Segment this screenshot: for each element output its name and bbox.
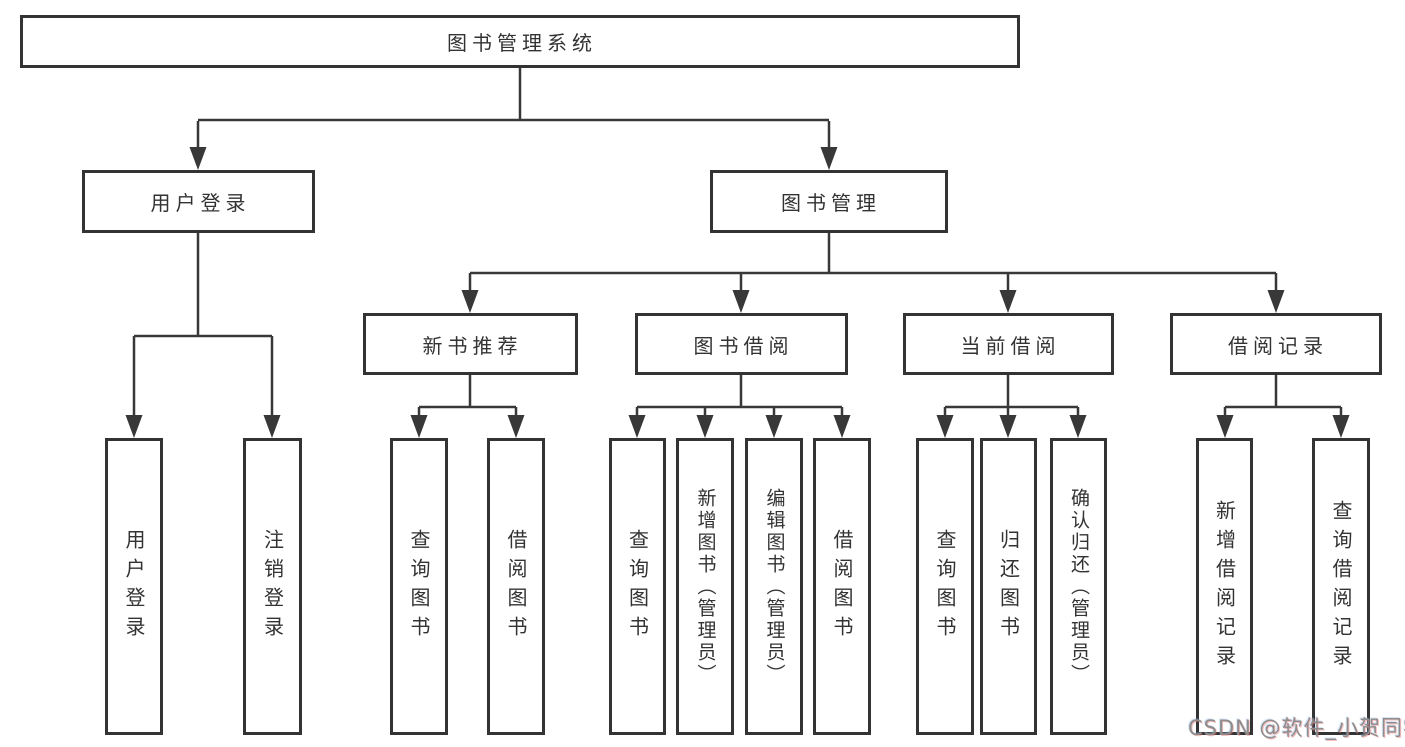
leaf-edit-books-admin: 编辑图书（管理员） [745, 438, 803, 735]
leaf-label: 新增图书（管理员） [694, 487, 717, 686]
node-book-borrow: 图书借阅 [635, 313, 848, 375]
leaf-label: 借阅图书 [830, 528, 854, 645]
node-borrow-records: 借阅记录 [1170, 313, 1382, 375]
node-label: 当前借阅 [960, 333, 1061, 358]
leaf-label: 查询图书 [933, 528, 957, 645]
connector-current-to-leaves [943, 375, 1080, 417]
watermark: CSDN @软件_小贺同学 [1188, 716, 1405, 740]
leaf-query-borrow-record: 查询借阅记录 [1312, 438, 1370, 735]
node-new-book-recommend: 新书推荐 [363, 313, 578, 375]
leaf-confirm-return-admin: 确认归还（管理员） [1050, 438, 1107, 735]
node-label: 图书借阅 [693, 333, 794, 358]
leaf-user-login: 用户登录 [105, 438, 163, 735]
node-book-management: 图书管理 [710, 170, 948, 233]
leaf-label: 用户登录 [122, 528, 146, 645]
node-label: 图书管理 [781, 191, 881, 215]
leaf-label: 查询图书 [407, 528, 431, 645]
leaf-label: 归还图书 [996, 528, 1021, 645]
node-label: 借阅记录 [1228, 333, 1328, 358]
connector-management-to-sections [468, 233, 1278, 292]
node-current-borrow: 当前借阅 [903, 313, 1114, 375]
node-user-login: 用户登录 [82, 170, 315, 233]
connector-root-to-level1 [196, 68, 831, 150]
node-label: 图书管理系统 [447, 31, 597, 55]
leaf-query-books-current: 查询图书 [916, 438, 974, 735]
leaf-query-books-borrow: 查询图书 [609, 438, 666, 735]
leaf-label: 新增借阅记录 [1212, 499, 1237, 674]
leaf-label: 编辑图书（管理员） [763, 487, 786, 686]
leaf-logout: 注销登录 [243, 438, 302, 735]
leaf-label: 注销登录 [260, 528, 285, 645]
leaf-borrow-books-recommend: 借阅图书 [487, 438, 545, 735]
connector-recommend-to-leaves [417, 375, 518, 417]
leaf-add-borrow-record: 新增借阅记录 [1196, 438, 1253, 735]
node-label: 用户登录 [150, 191, 251, 215]
leaf-query-books-recommend: 查询图书 [390, 438, 448, 735]
leaf-label: 查询图书 [625, 528, 650, 645]
leaf-label: 借阅图书 [504, 528, 528, 645]
leaf-return-books: 归还图书 [980, 438, 1037, 735]
node-label: 新书推荐 [422, 333, 523, 358]
connector-records-to-leaves [1223, 375, 1343, 417]
leaf-add-books-admin: 新增图书（管理员） [676, 438, 734, 735]
leaf-borrow-books: 借阅图书 [813, 438, 871, 735]
node-root: 图书管理系统 [20, 15, 1020, 68]
leaf-label: 确认归还（管理员） [1068, 487, 1090, 686]
connector-borrow-to-leaves [635, 375, 844, 417]
connector-login-to-leaves [132, 233, 274, 417]
leaf-label: 查询借阅记录 [1329, 499, 1353, 674]
